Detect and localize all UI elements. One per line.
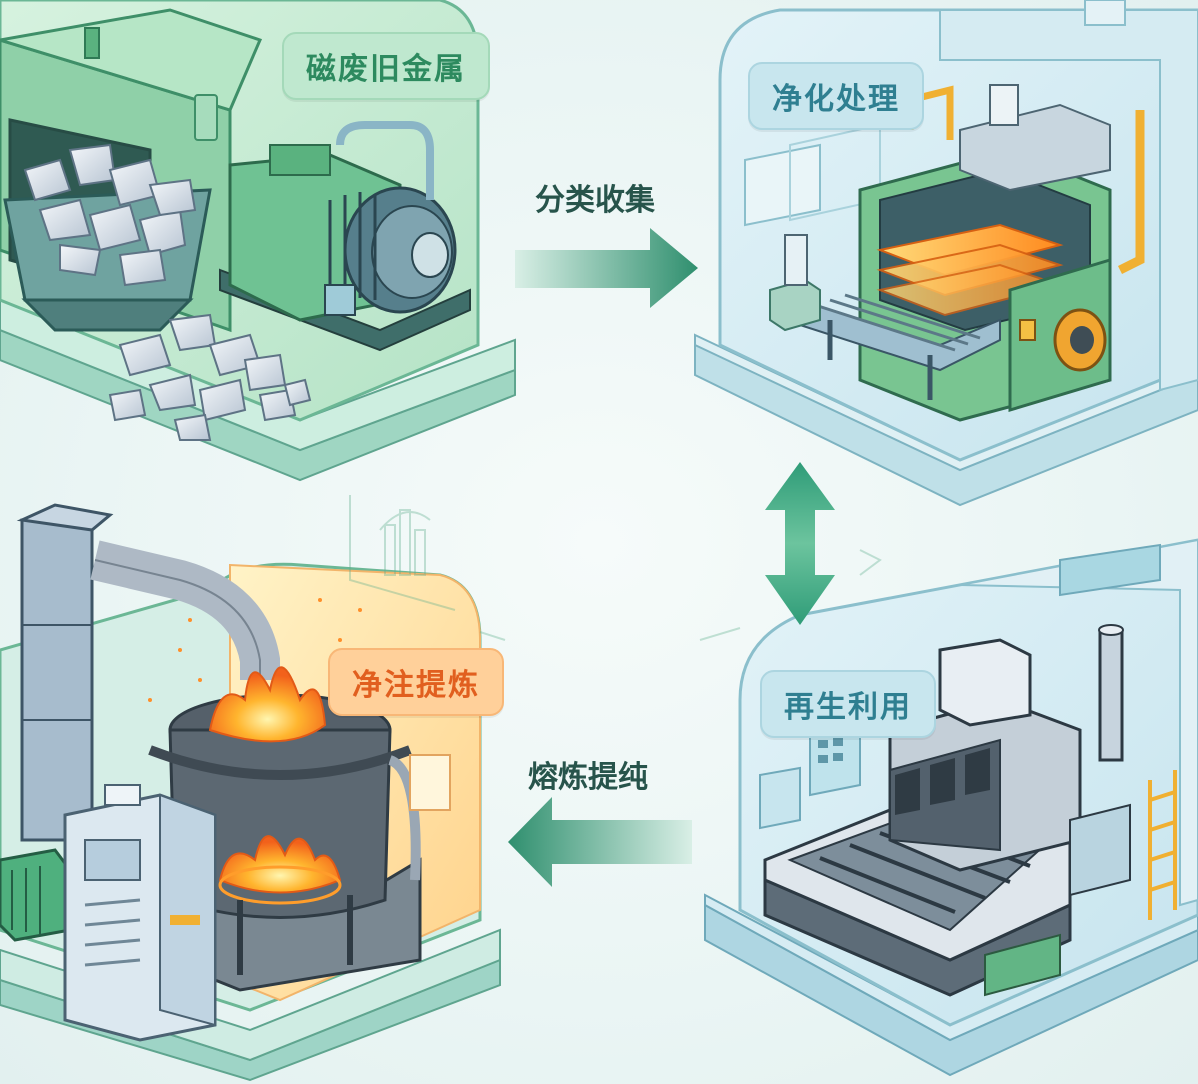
stage-label-scrap: 磁废旧金属 bbox=[282, 32, 490, 100]
stage-label-purify: 净化处理 bbox=[748, 62, 924, 130]
press-machine-icon bbox=[763, 624, 1131, 997]
stage-smelting-illustration bbox=[0, 503, 501, 1082]
stage-recycling-illustration bbox=[704, 538, 1198, 1077]
stage-label-refine: 净注提炼 bbox=[328, 648, 504, 716]
motor-icon bbox=[219, 121, 471, 352]
arrow-collect bbox=[515, 228, 698, 308]
conveyor-oven-icon bbox=[799, 84, 1112, 422]
pipe-icon bbox=[84, 27, 100, 59]
flow-label-smelt: 熔炼提纯 bbox=[528, 760, 648, 795]
stage-label-reuse: 再生利用 bbox=[760, 670, 936, 738]
scrap-metal-icon bbox=[23, 143, 197, 287]
double-arrow-icon bbox=[765, 462, 835, 625]
flow-label-collect: 分类收集 bbox=[535, 183, 655, 218]
faint-chart-decoration bbox=[349, 495, 882, 641]
arrow-smelt bbox=[508, 797, 692, 887]
stage-collection-illustration bbox=[0, 0, 516, 482]
